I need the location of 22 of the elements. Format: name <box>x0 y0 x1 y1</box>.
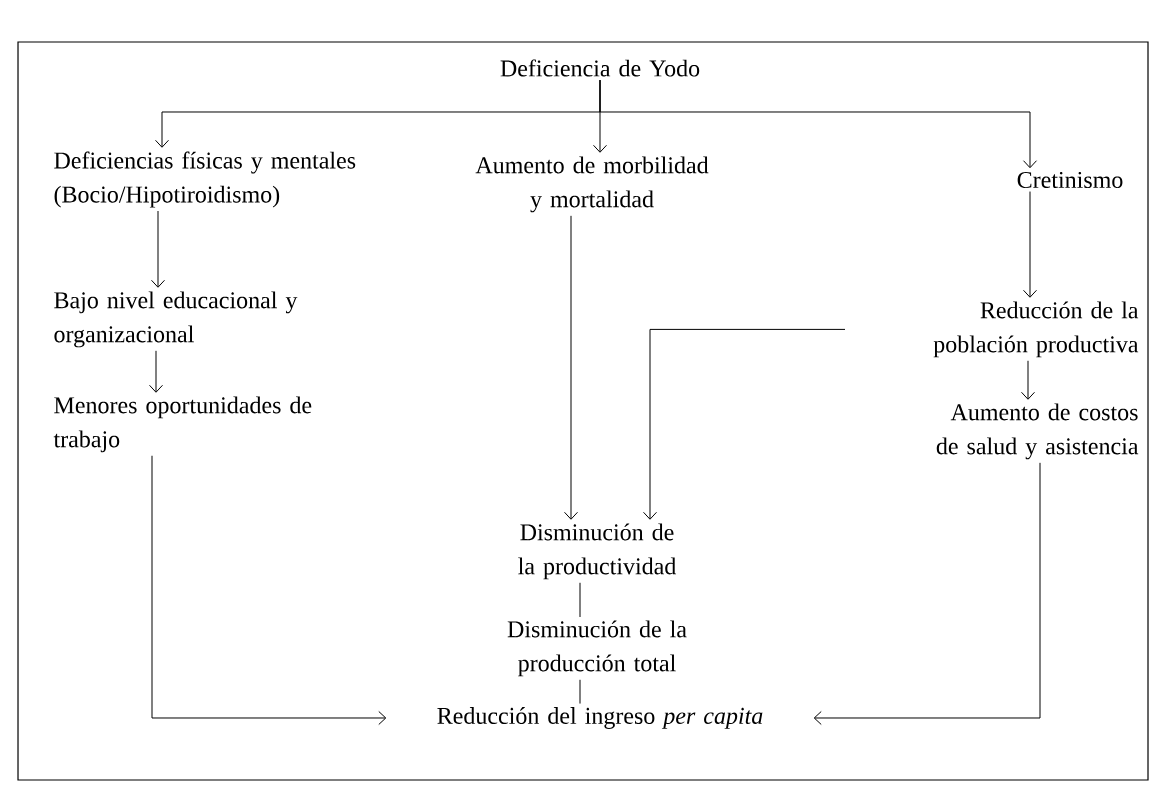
flow-text: Menores oportunidades de trabajo <box>53 396 312 453</box>
flow-text: Cretinismo <box>1017 171 1123 189</box>
flow-text: Reducción del ingreso per capita <box>437 707 763 729</box>
arrow <box>643 328 846 520</box>
arrow <box>564 215 578 520</box>
arrow <box>813 462 1041 725</box>
flow-text: Aumento de morbilidad y mortalidad <box>475 156 709 213</box>
flow-text: Bajo nivel educacional y organizacional <box>54 291 298 348</box>
flow-text: Disminución de la productividad <box>518 523 677 580</box>
arrow <box>1021 360 1035 400</box>
arrow <box>151 210 165 288</box>
flow-text: Disminución de la producción total <box>507 620 687 677</box>
flow-text: Deficiencia de Yodo <box>500 59 700 77</box>
arrow <box>149 350 163 393</box>
connector-line <box>579 582 581 618</box>
arrow <box>1023 191 1037 298</box>
arrow <box>599 79 1037 169</box>
flow-text: Deficiencias físicas y mentales (Bocio/Hipotiroidismo) <box>54 151 356 208</box>
connector-line <box>579 679 581 705</box>
flow-text: Aumento de costos de salud y asistencia <box>936 403 1139 460</box>
arrow <box>151 455 387 725</box>
flow-text: Reducción de la población productiva <box>933 301 1139 358</box>
